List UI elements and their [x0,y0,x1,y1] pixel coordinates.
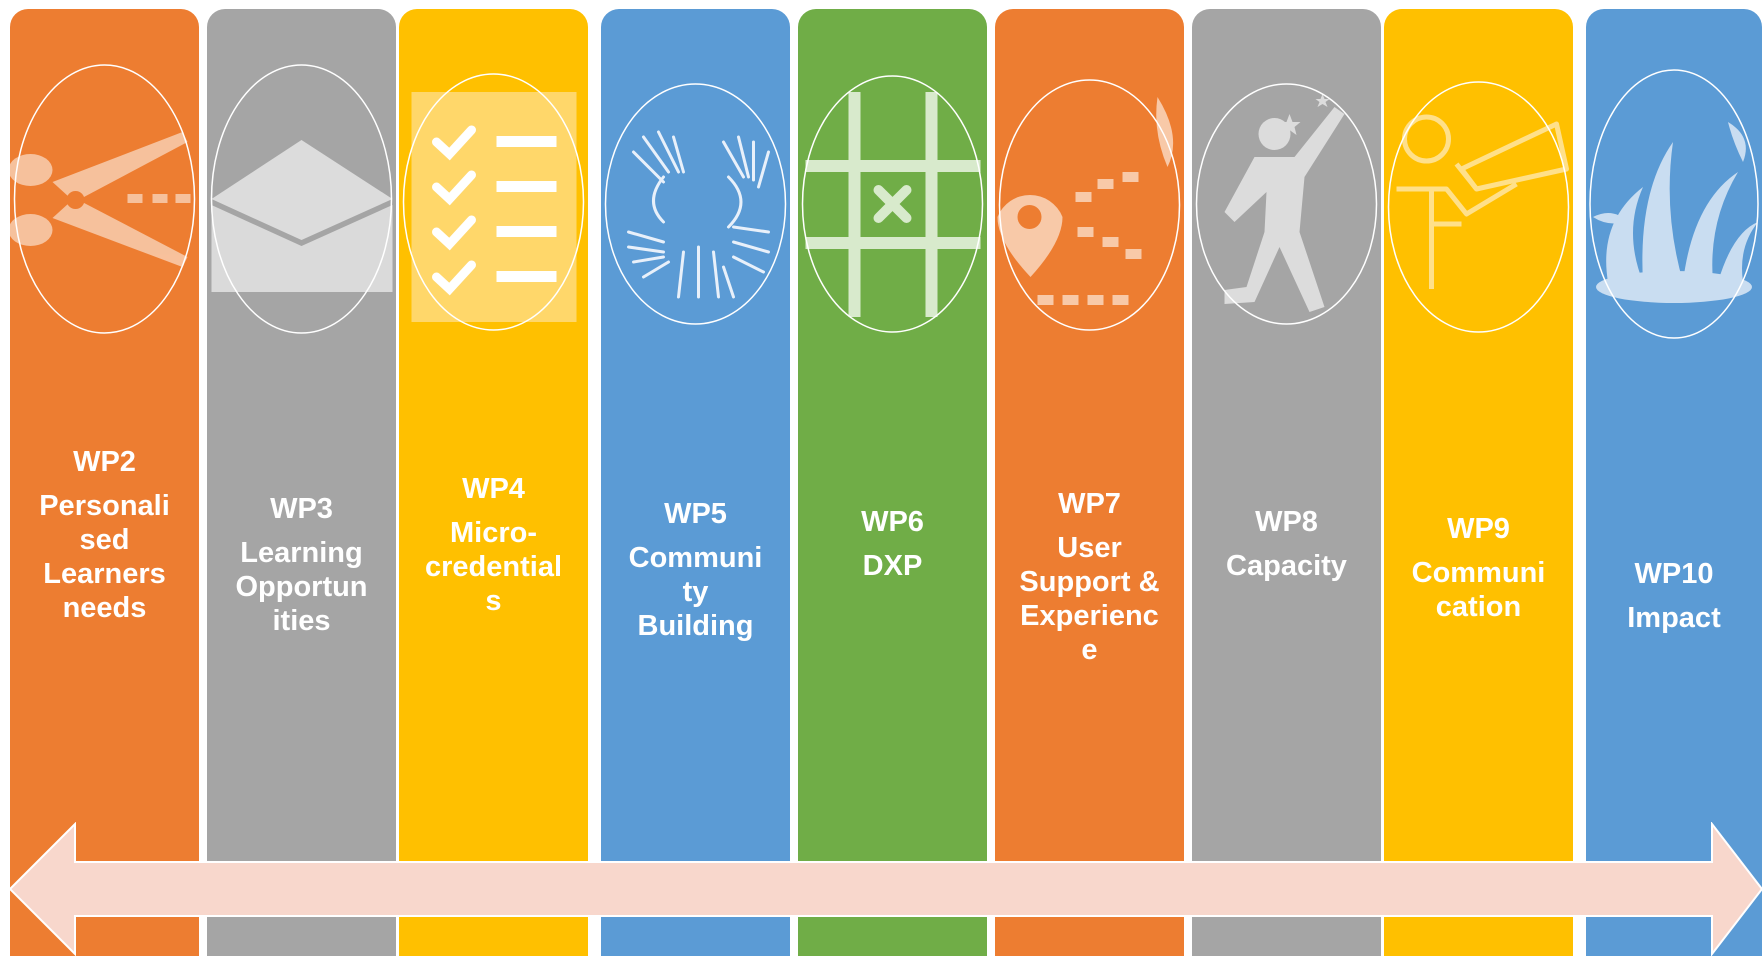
wp-code: WP9 [1447,513,1510,545]
wp4-label: WP4 Micro- credential s [399,472,588,618]
double-headed-arrow [8,822,1764,956]
wp-code: WP7 [1058,488,1121,520]
wp10-label: WP10 Impact [1586,557,1762,635]
raised-hands-icon [603,82,788,327]
wp3-column: WP3 Learning Opportun ities [207,9,396,956]
wp-name: Personali sed Learners needs [39,490,170,624]
scissors-icon [10,62,197,337]
wp-name: Capacity [1226,550,1347,582]
wp-code: WP6 [861,506,924,538]
wp-code: WP3 [270,493,333,525]
wp-name: Micro- credential s [425,517,562,617]
wp9-label: WP9 Communi cation [1384,512,1573,624]
water-splash-icon [1588,67,1760,342]
wp5-label: WP5 Communi ty Building [601,497,790,643]
wp2-column: WP2 Personali sed Learners needs [10,9,199,956]
wp8-column: WP8 Capacity [1192,9,1381,956]
wp4-column: WP4 Micro- credential s [399,9,588,956]
wp6-column: WP6 DXP [798,9,987,956]
megaphone-person-icon [1386,79,1571,334]
wp10-column: WP10 Impact [1586,9,1762,956]
tic-tac-toe-grid-icon [800,72,985,337]
route-map-pin-icon [997,77,1182,332]
wp8-label: WP8 Capacity [1192,505,1381,583]
reaching-person-icon [1194,82,1379,327]
wp-name: DXP [862,550,923,582]
wp-name: User Support & Experienc e [1019,532,1160,666]
wp3-label: WP3 Learning Opportun ities [207,492,396,638]
wp-code: WP5 [664,498,727,530]
wp9-column: WP9 Communi cation [1384,9,1573,956]
checklist-icon [401,72,586,337]
wp2-label: WP2 Personali sed Learners needs [10,445,199,625]
wp6-label: WP6 DXP [798,505,987,583]
wp7-label: WP7 User Support & Experienc e [995,487,1184,667]
wp-code: WP2 [73,446,136,478]
wp7-column: WP7 User Support & Experienc e [995,9,1184,956]
graduation-cap-icon [209,62,394,337]
wp-name: Learning Opportun ities [235,537,368,637]
wp-name: Impact [1627,602,1721,634]
wp-code: WP8 [1255,506,1318,538]
wp-code: WP4 [462,473,525,505]
wp-code: WP10 [1634,558,1714,590]
wp5-column: WP5 Communi ty Building [601,9,790,956]
wp-name: Communi cation [1411,557,1546,623]
wp-name: Communi ty Building [628,542,763,642]
